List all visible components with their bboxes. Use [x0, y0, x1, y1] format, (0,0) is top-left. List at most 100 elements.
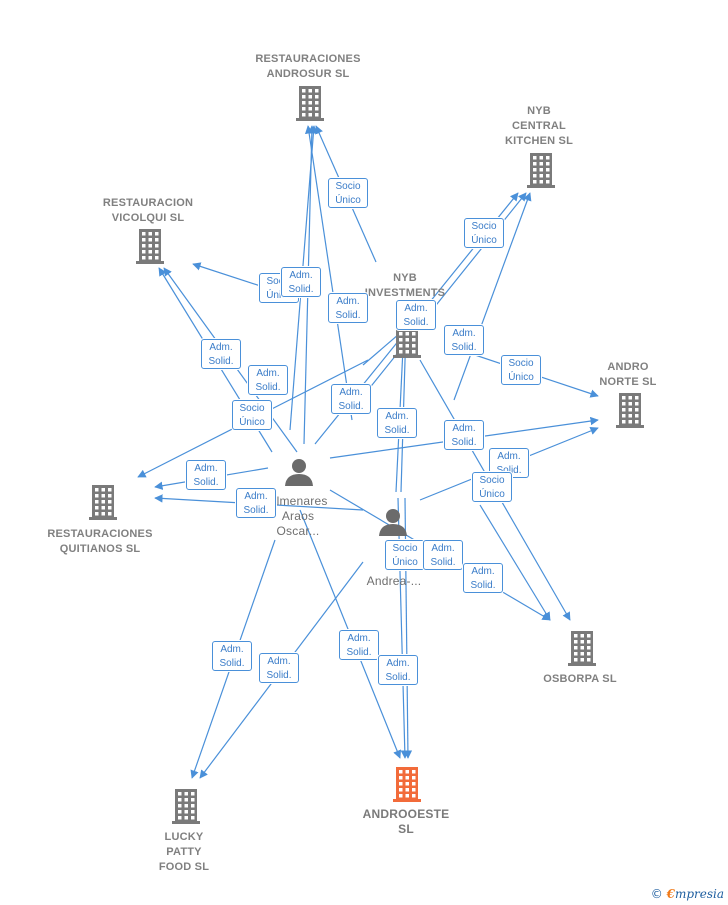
relation-badge[interactable]: Adm. Solid. [396, 300, 436, 330]
company-label-lucky-line: FOOD SL [158, 861, 210, 873]
relation-badge-text: Socio [335, 181, 361, 192]
company-label-osborpa-line: OSBORPA SL [543, 673, 617, 685]
relation-badge[interactable]: Adm. Solid. [186, 460, 226, 490]
relation-badge[interactable]: Adm.Solid. [259, 653, 299, 683]
company-icon-androoeste[interactable] [393, 767, 421, 802]
relation-badge[interactable]: Adm. Solid. [377, 408, 417, 438]
company-icon-quitianos[interactable] [89, 485, 117, 520]
relation-badge-text: Adm. [336, 296, 360, 307]
relation-badge-text: Socio [392, 543, 418, 554]
relation-badge-text: Único [266, 290, 292, 301]
relation-badge-text: Adm. [404, 303, 428, 314]
relation-badge[interactable]: Adm.Solid. [489, 448, 529, 478]
relation-badge-text: Adm. [347, 633, 371, 644]
company-label-lucky-line: LUCKY [164, 831, 204, 843]
relation-badge[interactable]: Adm.Solid. [212, 641, 252, 671]
relation-badge-text: Solid. [288, 284, 314, 295]
relation-badge[interactable]: Adm.Solid. [339, 630, 379, 660]
relation-badge-text: Único [479, 489, 505, 500]
brand-logo-mark: € [666, 887, 675, 901]
company-label-osborpa: OSBORPA SL [543, 672, 617, 687]
company-label-vicolqui-line: RESTAURACION [102, 197, 194, 209]
company-label-andronorte-line: NORTE SL [599, 376, 657, 388]
company-icon-vicolqui[interactable] [136, 229, 164, 264]
relation-badge-text: Solid. [266, 670, 292, 681]
edges [137, 125, 599, 779]
relation-badge-text: Adm. [194, 463, 218, 474]
company-icon-nybinv[interactable] [393, 323, 421, 358]
relation-badge-text: Adm. [385, 411, 409, 422]
company-label-nybinv-line: NYB [393, 272, 417, 284]
relation-badge-text: Solid. [384, 425, 410, 436]
person-icon-p1[interactable] [285, 459, 313, 486]
company-label-nybinv-line: INVESTMENTS [364, 287, 446, 299]
relation-badge-text: Único [239, 417, 265, 428]
company-label-vicolqui: RESTAURACION VICOLQUI SL [103, 196, 193, 226]
company-icon-osborpa[interactable] [568, 631, 596, 666]
relation-edge [403, 497, 413, 759]
relation-badge[interactable]: Adm.Solid. [248, 365, 288, 395]
relation-badge-text: Solid. [219, 658, 245, 669]
person-icon-p2[interactable] [379, 509, 407, 536]
relation-badge-text: Socio [471, 221, 497, 232]
copyright-symbol: © [650, 887, 663, 901]
relation-badge[interactable]: Adm. Solid. [331, 384, 371, 414]
company-icon-lucky[interactable] [172, 789, 200, 824]
relation-edge [453, 192, 532, 401]
company-label-nybck-line: KITCHEN SL [505, 135, 573, 147]
company-label-lucky: LUCKY PATTY FOOD SL [159, 830, 209, 875]
relation-badge[interactable]: Adm. Solid. [328, 293, 368, 323]
relation-badge-text: Único [508, 372, 534, 383]
relation-badge-text: Solid. [255, 382, 281, 393]
company-icon-nybck[interactable] [527, 153, 555, 188]
relation-edge [304, 125, 353, 421]
person-label-p2-line: Andrea-... [366, 574, 422, 588]
relation-badge-text: Solid. [451, 437, 477, 448]
relation-badge-text: Adm. [339, 387, 363, 398]
relation-badge[interactable]: Adm.Solid. [423, 540, 463, 570]
relation-badge-text: Adm. [452, 328, 476, 339]
relation-badge-text: Adm. [471, 566, 495, 577]
relation-edge [479, 504, 551, 621]
company-icon-andronorte[interactable] [616, 393, 644, 428]
relation-badge-text: Único [335, 195, 361, 206]
company-label-vicolqui-line: VICOLQUI SL [111, 212, 185, 224]
company-label-androsur-line: ANDROSUR SL [266, 68, 350, 80]
person-label-p1-line: Araos [281, 509, 315, 523]
relation-badge-text: Socio [508, 358, 534, 369]
relation-badge[interactable]: Adm.Solid. [378, 655, 418, 685]
relation-badge-text: Solid. [335, 310, 361, 321]
brand-name: mpresia [674, 887, 724, 901]
relation-badge[interactable]: Adm.Solid. [236, 488, 276, 518]
relation-badge-text: Único [471, 235, 497, 246]
relation-badge[interactable]: Adm. Solid. [444, 325, 484, 355]
relation-badge-text: Socio [479, 475, 505, 486]
person-label-p1-line: Oscar... [276, 524, 320, 538]
company-label-quitianos: RESTAURACIONES QUITIANOS SL [47, 527, 152, 557]
relation-badge-text: Solid. [338, 401, 364, 412]
relation-badge-text: Único [392, 557, 418, 568]
relation-badge-text: Solid. [385, 672, 411, 683]
company-icon-androsur[interactable] [296, 86, 324, 121]
company-label-lucky-line: PATTY [166, 846, 202, 858]
relation-badge-text: Solid. [451, 342, 477, 353]
relation-badge[interactable]: Adm.Solid. [201, 339, 241, 369]
company-label-quitianos-line: QUITIANOS SL [59, 543, 141, 555]
relation-badge[interactable]: Adm. Solid. [463, 563, 503, 593]
relation-badge-text: Solid. [403, 317, 429, 328]
relation-badge-text: Solid. [470, 580, 496, 591]
relation-badge-text: Solid. [193, 477, 219, 488]
relation-badge[interactable]: Adm.Solid. [444, 420, 484, 450]
relation-badge[interactable]: Adm.Solid. [281, 267, 321, 297]
company-label-quitianos-line: RESTAURACIONES [47, 528, 153, 540]
